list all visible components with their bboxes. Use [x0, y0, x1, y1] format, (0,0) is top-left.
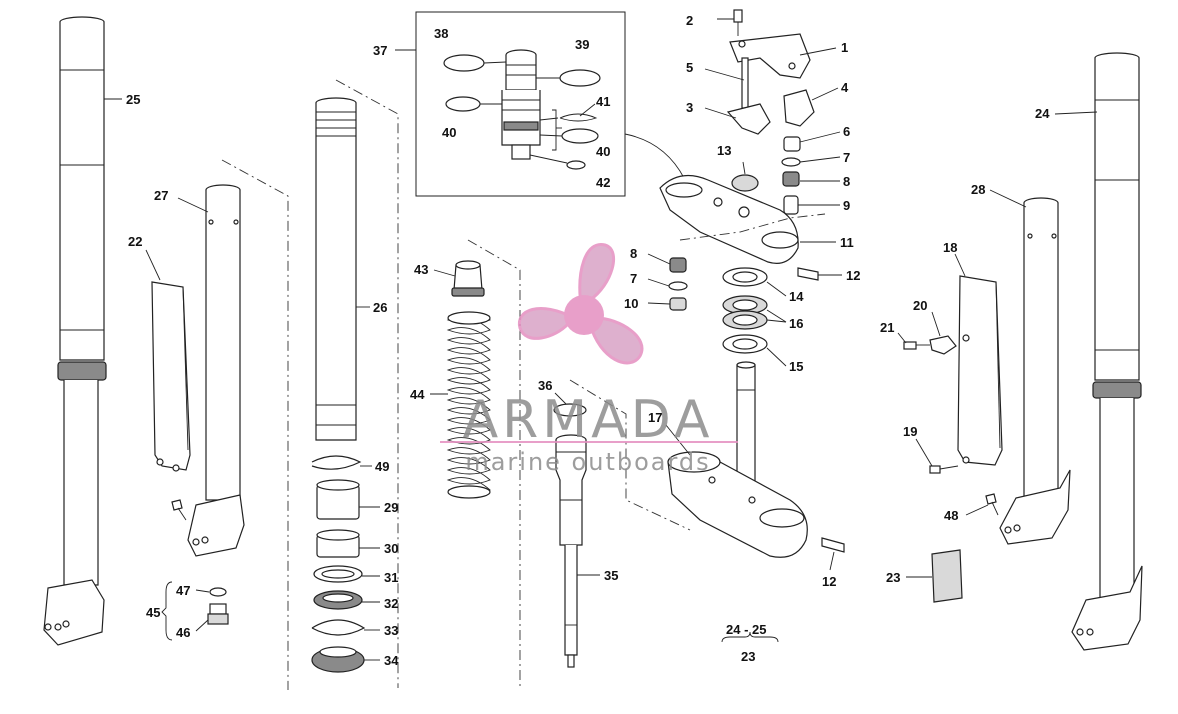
armada-watermark: ARMADA marine outboards: [440, 243, 738, 476]
fork-leg-27: [187, 184, 245, 557]
callout-39: 39: [575, 37, 589, 52]
callout-25: 25: [126, 92, 140, 107]
bushing-seal-stack: [311, 455, 366, 673]
fork-tube-26: [315, 97, 357, 441]
callout-35: 35: [604, 568, 618, 583]
damper-cartridge-35: [553, 403, 587, 668]
callout-3: 3: [686, 100, 693, 115]
callout-47: 47: [176, 583, 190, 598]
callout-1: 1: [841, 40, 848, 55]
callout-49: 49: [375, 459, 389, 474]
callout-22: 22: [128, 234, 142, 249]
steering-bearings: [722, 267, 768, 354]
callout-19: 19: [903, 424, 917, 439]
bolt-48-left: [171, 499, 187, 521]
callout-46: 46: [176, 625, 190, 640]
spring-43-44: [446, 260, 492, 499]
lower-triple-clamp-17: [667, 361, 808, 558]
callout-4: 4: [841, 80, 849, 95]
bracket-20-21: [903, 335, 957, 355]
callout-7-right: 7: [843, 150, 850, 165]
callout-43: 43: [414, 262, 428, 277]
brand-tagline: marine outboards: [465, 448, 710, 476]
handlebar-clamp-top: [726, 9, 815, 215]
callout-34: 34: [384, 653, 399, 668]
callout-33: 33: [384, 623, 398, 638]
fork-leg-28: [999, 197, 1071, 545]
fork-guard-22: [151, 281, 191, 472]
callout-18: 18: [943, 240, 957, 255]
callout-45: 45: [146, 605, 160, 620]
kit-note-top: 24 - 25: [726, 622, 766, 637]
callout-29: 29: [384, 500, 398, 515]
valve-detail-inset: [395, 11, 685, 197]
callout-16: 16: [789, 316, 803, 331]
callout-13: 13: [717, 143, 731, 158]
callout-42: 42: [596, 175, 610, 190]
callout-17: 17: [648, 410, 662, 425]
callout-40-left: 40: [442, 125, 456, 140]
callout-21: 21: [880, 320, 894, 335]
callout-8-right: 8: [843, 174, 850, 189]
nut-washer-group: [668, 257, 688, 311]
fork-guard-18: [957, 275, 1003, 466]
kit-note: [721, 631, 779, 643]
callout-14: 14: [789, 289, 804, 304]
callout-10: 10: [624, 296, 638, 311]
callout-36: 36: [538, 378, 552, 393]
callout-26: 26: [373, 300, 387, 315]
callout-28: 28: [971, 182, 985, 197]
callout-8-left: 8: [630, 246, 637, 261]
callout-31: 31: [384, 570, 398, 585]
callout-23: 23: [886, 570, 900, 585]
callout-labels: 1 2 3 4 5 6 7 8 9 8 7 10 11 12 12 13 14 …: [126, 13, 1050, 668]
kit-note-bottom: 23: [741, 649, 755, 664]
callout-44: 44: [410, 387, 425, 402]
callout-40-right: 40: [596, 144, 610, 159]
fork-leg-25: [43, 16, 107, 646]
callout-6: 6: [843, 124, 850, 139]
callout-15: 15: [789, 359, 803, 374]
callout-12-top: 12: [846, 268, 860, 283]
bolt-19: [929, 465, 959, 474]
upper-triple-clamp-11: [659, 174, 819, 281]
bolt-48-right: [985, 493, 999, 516]
callout-2: 2: [686, 13, 693, 28]
brand-name: ARMADA: [463, 390, 714, 450]
callout-20: 20: [913, 298, 927, 313]
propeller-logo: [517, 243, 644, 365]
callout-9: 9: [843, 198, 850, 213]
callout-32: 32: [384, 596, 398, 611]
sticker-23: [931, 549, 963, 603]
callout-5: 5: [686, 60, 693, 75]
callout-7-left: 7: [630, 271, 637, 286]
callout-38: 38: [434, 26, 448, 41]
callout-27: 27: [154, 188, 168, 203]
callout-12-bottom: 12: [822, 574, 836, 589]
callout-30: 30: [384, 541, 398, 556]
callout-48-right: 48: [944, 508, 958, 523]
bleed-screw-group: [161, 581, 229, 641]
callout-11: 11: [840, 235, 854, 250]
callout-41: 41: [596, 94, 610, 109]
fork-leg-24: [1071, 52, 1143, 651]
callout-37: 37: [373, 43, 387, 58]
callout-24: 24: [1035, 106, 1050, 121]
